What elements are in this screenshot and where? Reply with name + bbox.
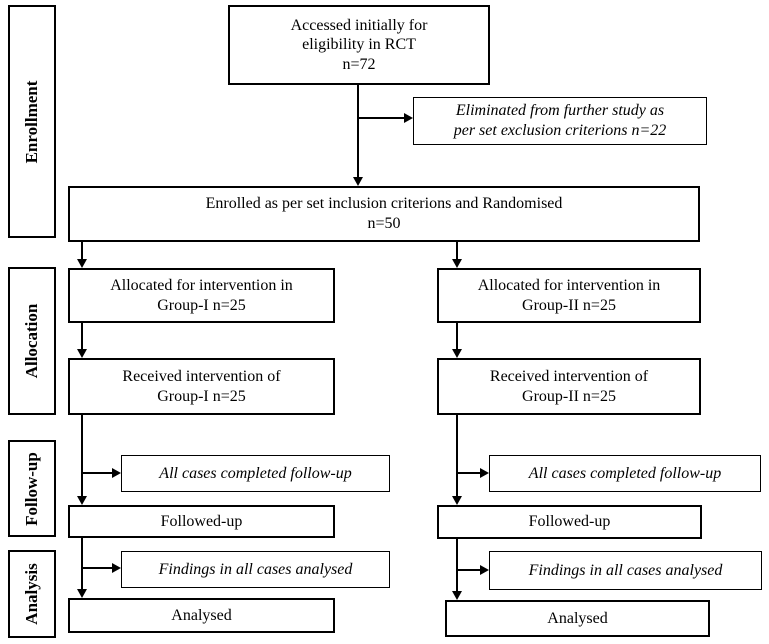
- connector-followedup1-to-analysed1: [81, 538, 83, 590]
- allocated-group1-line2: Group-I n=25: [157, 296, 246, 314]
- eliminated-box-line2: per set exclusion criterions n=22: [453, 122, 667, 139]
- connector-allocated2-to-received2: [456, 323, 458, 350]
- accessed-box-line2: eligibility in RCT: [302, 36, 416, 54]
- stage-label-allocation-text: Allocation: [22, 303, 41, 379]
- connector-to-analysis-note2: [456, 569, 481, 571]
- arrowhead-into-allocated2: [452, 259, 462, 268]
- analysed-group2-text: Analysed: [547, 609, 608, 627]
- arrowhead-into-enrolled: [353, 177, 363, 186]
- followup-note-group2-box: All cases completed follow-up: [489, 455, 761, 492]
- arrowhead-into-analysed2: [452, 591, 462, 600]
- stage-label-enrollment-text: Enrollment: [22, 80, 41, 163]
- arrowhead-into-eliminated: [404, 113, 413, 123]
- arrowhead-into-analysis-note2: [480, 565, 489, 575]
- analysis-note-group2-box: Findings in all cases analysed: [489, 551, 762, 590]
- followed-up-group1-box: Followed-up: [68, 505, 335, 538]
- allocated-group2-line2: Group-II n=25: [522, 296, 616, 314]
- followup-note-group2-text: All cases completed follow-up: [528, 464, 722, 482]
- arrowhead-into-received1: [77, 349, 87, 358]
- received-group2-line2: Group-II n=25: [522, 387, 616, 405]
- accessed-box: Accessed initially for eligibility in RC…: [228, 5, 490, 85]
- analysis-note-group2-text: Findings in all cases analysed: [528, 561, 723, 579]
- connector-enrolled-to-allocated2: [456, 242, 458, 260]
- followup-note-group1-text: All cases completed follow-up: [159, 464, 352, 482]
- enrolled-box-line2: n=50: [367, 215, 401, 232]
- allocated-group2-box: Allocated for intervention in Group-II n…: [437, 268, 701, 323]
- arrowhead-into-allocated1: [77, 259, 87, 268]
- received-group1-line1: Received intervention of: [122, 367, 281, 385]
- arrowhead-into-analysis-note1: [112, 563, 121, 573]
- analysis-note-group1-text: Findings in all cases analysed: [158, 560, 353, 578]
- analysis-note-group1-box: Findings in all cases analysed: [121, 551, 390, 588]
- allocated-group2-line1: Allocated for intervention in: [477, 276, 661, 294]
- accessed-box-line1: Accessed initially for: [290, 16, 428, 34]
- connector-to-followup-note1: [81, 472, 113, 474]
- followed-up-group1-text: Followed-up: [160, 512, 243, 530]
- connector-followedup2-to-analysed2: [456, 538, 458, 592]
- followed-up-group2-box: Followed-up: [437, 505, 702, 539]
- stage-label-analysis-text: Analysis: [22, 563, 41, 625]
- analysed-group2-box: Analysed: [445, 600, 710, 637]
- analysed-group1-text: Analysed: [171, 606, 232, 624]
- arrowhead-into-followedup2: [452, 496, 462, 505]
- received-group2-line1: Received intervention of: [489, 367, 649, 385]
- enrolled-box: Enrolled as per set inclusion criterions…: [68, 186, 700, 242]
- stage-label-analysis: Analysis: [8, 550, 56, 638]
- received-group2-box: Received intervention of Group-II n=25: [437, 358, 701, 415]
- eliminated-box: Eliminated from further study as per set…: [413, 97, 707, 145]
- arrowhead-into-received2: [452, 349, 462, 358]
- connector-received2-to-followedup2: [456, 415, 458, 497]
- stage-label-enrollment: Enrollment: [8, 5, 56, 238]
- allocated-group1-box: Allocated for intervention in Group-I n=…: [68, 268, 335, 323]
- analysed-group1-box: Analysed: [68, 598, 335, 633]
- connector-accessed-to-enrolled: [357, 85, 359, 178]
- connector-allocated1-to-received1: [81, 323, 83, 350]
- arrowhead-into-followedup1: [77, 496, 87, 505]
- eliminated-box-line1: Eliminated from further study as: [455, 102, 665, 120]
- stage-label-followup: Follow-up: [8, 440, 56, 537]
- received-group1-line2: Group-I n=25: [157, 387, 246, 405]
- connector-received1-to-followedup1: [81, 415, 83, 497]
- stage-label-followup-text: Follow-up: [22, 451, 41, 526]
- connector-enrolled-to-allocated1: [81, 242, 83, 260]
- followed-up-group2-text: Followed-up: [528, 513, 611, 531]
- accessed-box-line3: n=72: [342, 55, 376, 73]
- arrowhead-into-analysed1: [77, 589, 87, 598]
- allocated-group1-line1: Allocated for intervention in: [110, 276, 293, 294]
- connector-to-eliminated: [357, 117, 405, 119]
- connector-to-analysis-note1: [81, 567, 113, 569]
- arrowhead-into-followup-note2: [480, 468, 489, 478]
- followup-note-group1-box: All cases completed follow-up: [121, 455, 390, 492]
- arrowhead-into-followup-note1: [112, 468, 121, 478]
- enrolled-box-line1: Enrolled as per set inclusion criterions…: [205, 195, 563, 213]
- connector-to-followup-note2: [456, 472, 481, 474]
- received-group1-box: Received intervention of Group-I n=25: [68, 358, 335, 415]
- stage-label-allocation: Allocation: [8, 267, 56, 415]
